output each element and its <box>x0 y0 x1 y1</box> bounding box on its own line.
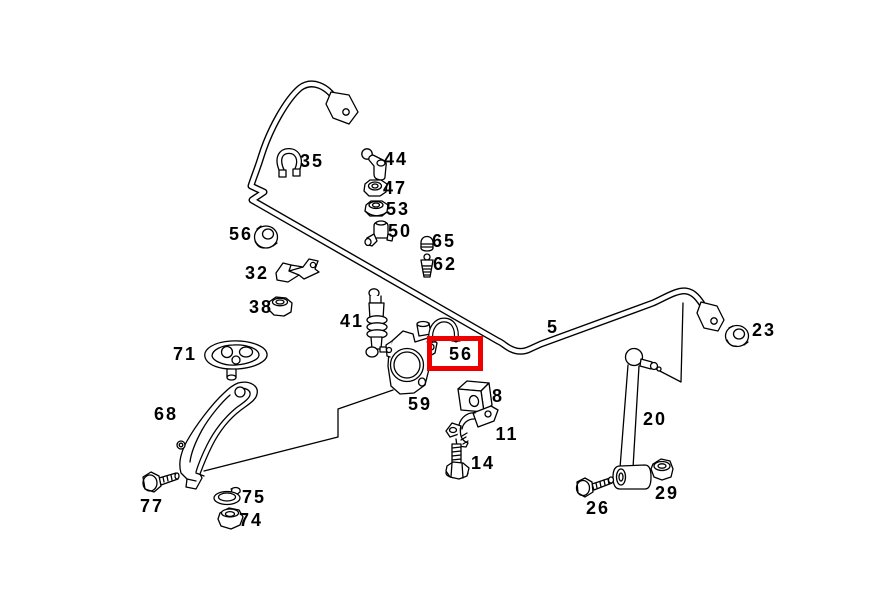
part-65-cap-graphic <box>420 235 434 252</box>
part-label-29-nut[interactable]: 29 <box>654 483 680 503</box>
part-label-74-nut[interactable]: 74 <box>238 510 264 530</box>
part-44-ball-stud-graphic <box>361 148 387 181</box>
part-77-bolt-graphic <box>142 471 180 493</box>
part-23-flange-nut-graphic <box>724 324 750 348</box>
part-71-mounting-plate-graphic <box>204 340 268 381</box>
part-label-56-nut[interactable]: 56 <box>228 224 254 244</box>
part-11-clamp-bracket-graphic <box>445 405 499 448</box>
part-label-23-flange-nut[interactable]: 23 <box>751 320 777 340</box>
part-label-38-nut[interactable]: 38 <box>248 297 274 317</box>
highlight-box[interactable]: 56 <box>427 336 483 371</box>
part-label-65-cap[interactable]: 65 <box>431 231 457 251</box>
part-label-14-bolt[interactable]: 14 <box>470 453 496 473</box>
part-label-41-spring-link[interactable]: 41 <box>339 311 365 331</box>
part-20-stabilizer-link-graphic <box>612 347 662 490</box>
part-label-20-stabilizer-link[interactable]: 20 <box>642 409 668 429</box>
part-50-elbow-fitting-graphic <box>364 220 394 247</box>
part-label-71-mounting-plate[interactable]: 71 <box>172 344 198 364</box>
part-label-77-bolt[interactable]: 77 <box>139 496 165 516</box>
part-74-nut-graphic <box>217 507 244 530</box>
part-label-32-retaining-bracket[interactable]: 32 <box>244 263 270 283</box>
part-47-nut-graphic <box>363 179 388 197</box>
part-label-62-grease-fitting[interactable]: 62 <box>432 254 458 274</box>
part-label-8-rubber-bushing[interactable]: 8 <box>491 386 505 406</box>
part-label-44-ball-stud[interactable]: 44 <box>383 149 409 169</box>
part-label-26-bolt[interactable]: 26 <box>585 498 611 518</box>
part-label-11-clamp-bracket[interactable]: 11 <box>495 424 519 444</box>
part-38-nut-graphic <box>267 296 293 317</box>
part-label-75-washer[interactable]: 75 <box>241 487 267 507</box>
part-label-35-u-clamp[interactable]: 35 <box>299 151 325 171</box>
part-label-53-flange-nut[interactable]: 53 <box>385 199 411 219</box>
part-5-stabilizer-bar-graphic <box>247 80 725 355</box>
part-75-washer-graphic <box>213 486 241 506</box>
part-32-retaining-bracket-graphic <box>275 258 320 283</box>
part-26-bolt-graphic <box>575 476 615 498</box>
part-68-support-bracket-graphic <box>176 381 258 490</box>
part-35-u-clamp-graphic <box>276 148 302 178</box>
leader-lines <box>203 302 684 472</box>
part-label-59-mounting-bracket[interactable]: 59 <box>407 394 433 414</box>
highlighted-part-label[interactable]: 56 <box>448 343 474 364</box>
part-8-rubber-bushing-graphic <box>457 380 493 413</box>
part-label-5-stabilizer-bar[interactable]: 5 <box>546 317 560 337</box>
part-label-68-support-bracket[interactable]: 68 <box>153 404 179 424</box>
part-14-bolt-graphic <box>445 443 470 480</box>
part-53-flange-nut-graphic <box>364 200 389 217</box>
part-label-47-nut[interactable]: 47 <box>382 178 408 198</box>
part-56-nut-graphic <box>253 225 279 249</box>
part-29-nut-graphic <box>650 458 674 481</box>
part-62-grease-fitting-graphic <box>420 253 434 278</box>
part-label-50-elbow-fitting[interactable]: 50 <box>387 221 413 241</box>
